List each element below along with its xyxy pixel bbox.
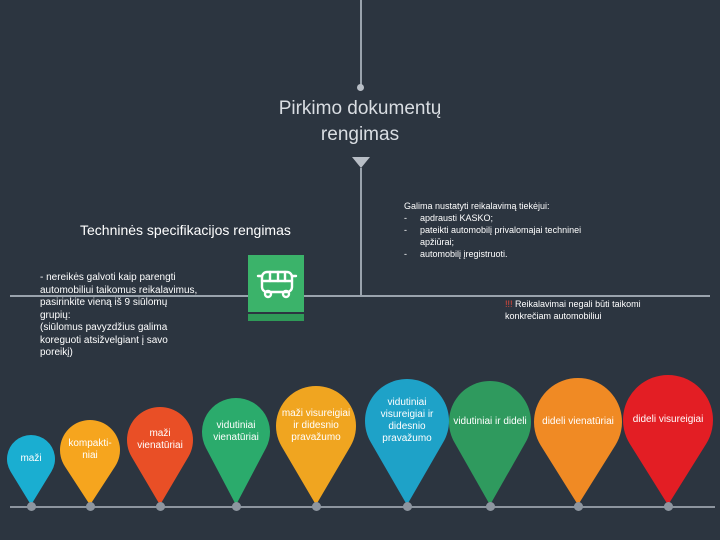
baseline-dot <box>231 502 241 511</box>
top-connector-dot <box>357 84 364 91</box>
baseline-dot <box>573 502 583 511</box>
group-label: vidutiniai ir dideli <box>453 416 527 427</box>
center-connector-line <box>360 168 362 295</box>
group-pin <box>449 381 531 505</box>
requirement-item: -automobilį įregistruoti. <box>404 249 508 259</box>
group-pin <box>59 420 120 505</box>
top-connector-line <box>360 0 362 88</box>
baseline-connector-line <box>10 506 715 508</box>
group-pin <box>202 398 270 505</box>
bus-icon-graphic <box>256 270 298 299</box>
group-label: kompakti-niai <box>68 438 112 461</box>
tech-spec-title: Techninės specifikacijos rengimas <box>80 222 291 238</box>
baseline-dot <box>155 502 165 511</box>
baseline-dot <box>485 502 495 511</box>
group-label: maži visureigiai ir didesnio pravažumo <box>281 408 351 443</box>
bus-icon-underline <box>248 314 304 321</box>
group-pin <box>276 386 356 505</box>
baseline-dot <box>311 502 321 511</box>
supplier-requirements-note: Galima nustatyti reikalavimą tiekėjui: -… <box>404 200 604 260</box>
requirement-item: -apdrausti KASKO; <box>404 213 494 223</box>
group-pin <box>365 379 449 505</box>
title-line-2: rengimas <box>320 124 400 145</box>
bus-icon <box>248 255 304 312</box>
requirement-text: automobilį įregistruoti. <box>420 249 508 259</box>
group-pin <box>6 435 56 505</box>
requirement-item: -pateikti automobilį privalomajai techni… <box>404 224 604 248</box>
warning-mark: !!! <box>505 299 513 309</box>
group-choice-text: - nereikės galvoti kaip parengti automob… <box>40 272 198 321</box>
baseline-dot <box>85 502 95 511</box>
group-pin <box>622 375 713 505</box>
baseline-dot <box>26 502 36 511</box>
group-choice-subtext: (siūlomus pavyzdžius galima koreguoti at… <box>40 322 168 358</box>
requirement-text: pateikti automobilį privalomajai technin… <box>420 225 582 247</box>
warning-text: Reikalavimai negali būti taikomi konkreč… <box>505 299 641 321</box>
group-label: maži vienatūriai <box>137 428 183 451</box>
supplier-requirements-intro: Galima nustatyti reikalavimą tiekėjui: <box>404 201 550 211</box>
group-label: vidutiniai visureigiai ir didesnio prava… <box>380 397 434 444</box>
group-pin <box>127 407 193 505</box>
group-label: maži <box>20 453 42 464</box>
group-label: dideli vienatūriai <box>542 416 614 427</box>
baseline-dot <box>663 502 673 511</box>
requirement-text: apdrausti KASKO; <box>420 213 494 223</box>
down-arrow-icon <box>352 157 370 168</box>
group-label: dideli visureigiai <box>632 414 704 425</box>
group-choice-note: - nereikės galvoti kaip parengti automob… <box>40 272 200 360</box>
branch-connector-line <box>10 295 710 297</box>
group-pin <box>534 378 623 505</box>
warning-note: !!! Reikalavimai negali būti taikomi kon… <box>505 298 665 322</box>
title-line-1: Pirkimo dokumentų <box>278 98 442 119</box>
baseline-dot <box>402 502 412 511</box>
page-title: Pirkimo dokumentų rengimas <box>240 96 480 148</box>
group-label: vidutiniai vienatūriai <box>213 420 259 443</box>
